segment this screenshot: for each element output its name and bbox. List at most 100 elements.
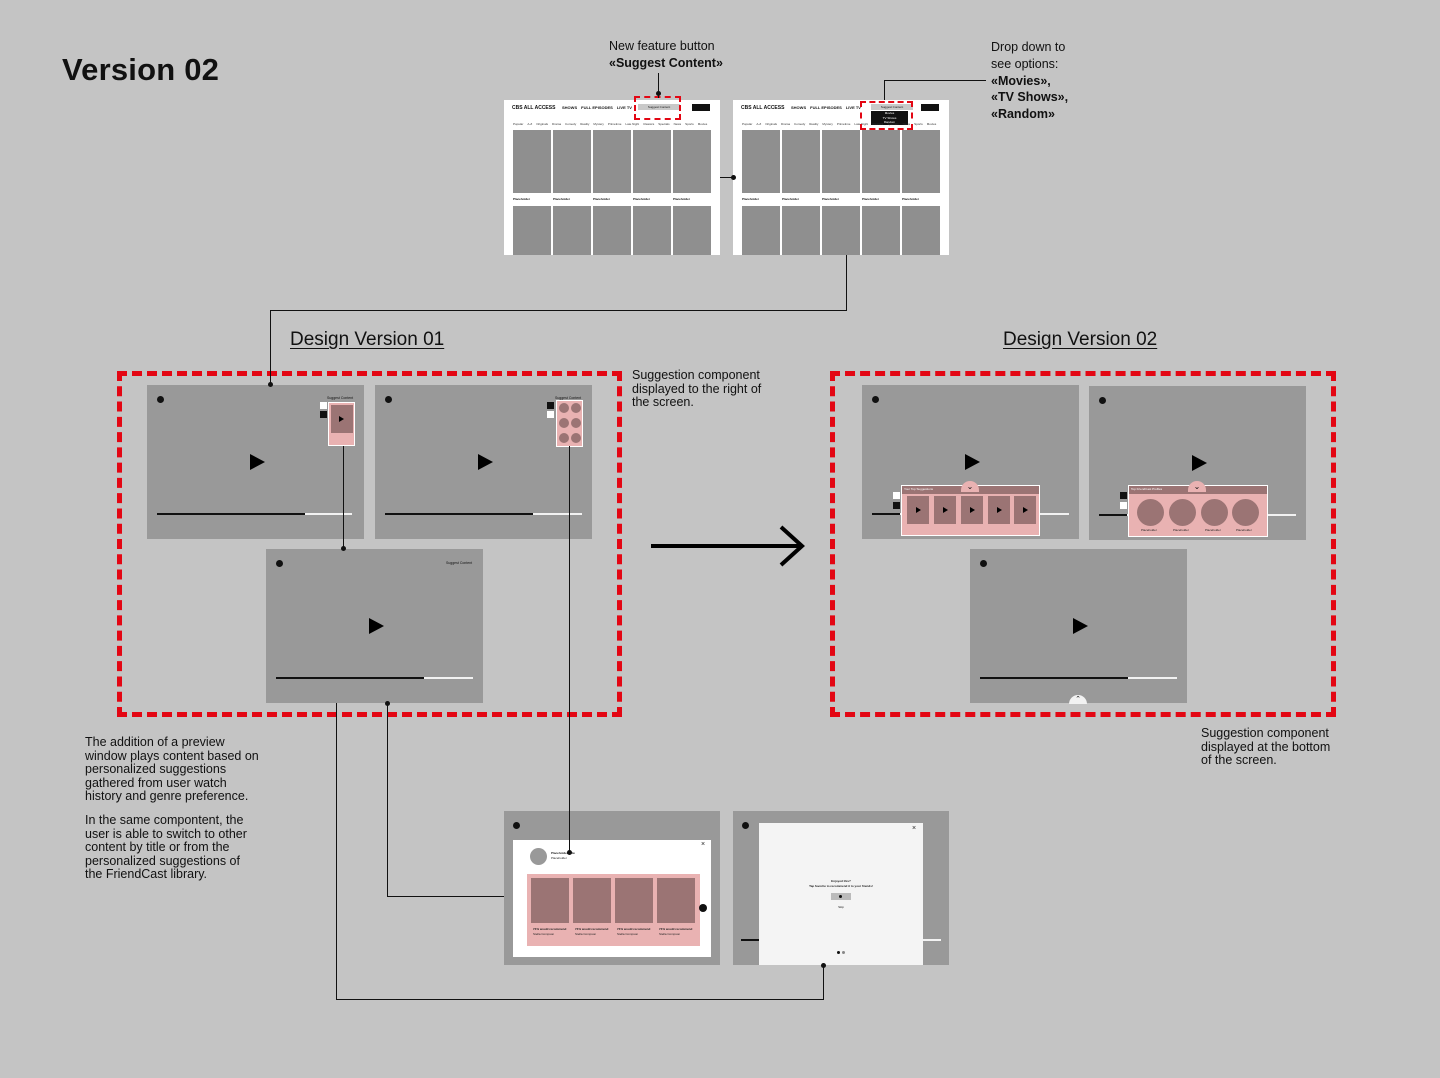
- favorite-button[interactable]: [831, 893, 851, 900]
- play-icon[interactable]: [1023, 507, 1028, 513]
- suggest-content-button[interactable]: Suggest Content: [871, 104, 913, 110]
- show-tile[interactable]: [782, 130, 820, 193]
- play-icon[interactable]: [965, 454, 980, 470]
- show-tile[interactable]: [742, 206, 780, 255]
- user-toggle-icon[interactable]: [547, 411, 554, 418]
- movie-toggle-icon[interactable]: [320, 402, 327, 409]
- category-item[interactable]: Movies: [697, 122, 708, 126]
- nav-live-tv[interactable]: LIVE TV: [845, 105, 861, 110]
- show-tile[interactable]: [742, 130, 780, 193]
- friend-avatar[interactable]: [571, 433, 581, 443]
- friend-avatar[interactable]: [571, 403, 581, 413]
- dropdown-option-random[interactable]: Random: [883, 120, 896, 125]
- friend-avatar[interactable]: [559, 433, 569, 443]
- suggest-label[interactable]: Suggest Content: [446, 561, 473, 565]
- show-tile[interactable]: [633, 130, 671, 193]
- movie-toggle-icon[interactable]: [893, 492, 900, 499]
- show-tile[interactable]: [593, 130, 631, 193]
- back-icon[interactable]: [980, 560, 987, 567]
- category-item[interactable]: Drama: [781, 122, 791, 126]
- movie-toggle-icon[interactable]: [547, 402, 554, 409]
- show-tile[interactable]: [673, 130, 711, 193]
- show-tile[interactable]: [902, 130, 940, 193]
- category-item[interactable]: Classics: [643, 122, 655, 126]
- friend-avatar[interactable]: [1201, 499, 1228, 526]
- user-toggle-icon[interactable]: [320, 411, 327, 418]
- friend-avatar[interactable]: [1137, 499, 1164, 526]
- collapse-chevron-icon[interactable]: ⌄: [961, 481, 979, 492]
- suggestion-card[interactable]: [1014, 496, 1036, 524]
- play-icon[interactable]: [1192, 455, 1207, 471]
- category-item[interactable]: Specials: [658, 122, 670, 126]
- expand-chevron-icon[interactable]: ⌃: [1069, 695, 1087, 704]
- suggest-label[interactable]: Suggest Content: [555, 396, 582, 400]
- show-tile[interactable]: [862, 206, 900, 255]
- show-tile[interactable]: [782, 206, 820, 255]
- collapse-chevron-icon[interactable]: ⌄: [1188, 481, 1206, 492]
- back-icon[interactable]: [276, 560, 283, 567]
- category-item[interactable]: Originals: [536, 122, 549, 126]
- user-toggle-icon[interactable]: [1120, 502, 1127, 509]
- user-toggle-icon[interactable]: [893, 502, 900, 509]
- category-item[interactable]: Sports: [914, 122, 923, 126]
- nav-live-tv[interactable]: LIVE TV: [616, 105, 632, 110]
- friend-avatar[interactable]: [559, 418, 569, 428]
- back-icon[interactable]: [513, 822, 520, 829]
- category-item[interactable]: Drama: [552, 122, 562, 126]
- show-tile[interactable]: [633, 206, 671, 255]
- skip-link[interactable]: Skip: [838, 905, 844, 909]
- category-item[interactable]: Movies: [926, 122, 937, 126]
- next-arrow-icon[interactable]: [699, 904, 707, 912]
- show-tile[interactable]: [902, 206, 940, 255]
- play-icon[interactable]: [250, 454, 265, 470]
- category-item[interactable]: Comedy: [565, 122, 577, 126]
- category-item[interactable]: A-Z: [527, 122, 533, 126]
- category-item[interactable]: Comedy: [794, 122, 806, 126]
- back-icon[interactable]: [157, 396, 164, 403]
- page-dot-active[interactable]: [837, 951, 840, 954]
- play-icon[interactable]: [339, 416, 344, 422]
- category-item[interactable]: Reality: [809, 122, 819, 126]
- preview-card[interactable]: [657, 878, 695, 923]
- play-icon[interactable]: [369, 618, 384, 634]
- suggestion-card[interactable]: [988, 496, 1010, 524]
- show-tile[interactable]: [513, 206, 551, 255]
- show-tile[interactable]: [822, 206, 860, 255]
- category-item[interactable]: News: [902, 122, 911, 126]
- nav-full-episodes[interactable]: FULL EPISODES: [581, 105, 613, 110]
- friend-avatar[interactable]: [559, 403, 569, 413]
- page-dot[interactable]: [842, 951, 845, 954]
- show-tile[interactable]: [553, 206, 591, 255]
- category-item[interactable]: Popular: [742, 122, 753, 126]
- dropdown-option-movies[interactable]: Movies: [884, 111, 895, 115]
- progress-bar[interactable]: [157, 513, 352, 515]
- signin-button[interactable]: [692, 104, 710, 111]
- back-icon[interactable]: [385, 396, 392, 403]
- movie-toggle-icon[interactable]: [1120, 492, 1127, 499]
- progress-bar[interactable]: [385, 513, 582, 515]
- back-icon[interactable]: [742, 822, 749, 829]
- nav-shows[interactable]: SHOWS: [562, 105, 578, 110]
- category-item[interactable]: Mystery: [822, 122, 833, 126]
- nav-full-episodes[interactable]: FULL EPISODES: [810, 105, 842, 110]
- play-icon[interactable]: [1073, 618, 1088, 634]
- category-item[interactable]: Specials: [887, 122, 899, 126]
- play-icon[interactable]: [970, 507, 975, 513]
- show-tile[interactable]: [513, 130, 551, 193]
- play-icon[interactable]: [478, 454, 493, 470]
- category-item[interactable]: Primetime: [607, 122, 622, 126]
- category-item[interactable]: Classics: [872, 122, 884, 126]
- category-item[interactable]: Popular: [513, 122, 524, 126]
- suggestion-card[interactable]: [934, 496, 956, 524]
- category-item[interactable]: News: [673, 122, 682, 126]
- dropdown-option-tv-shows[interactable]: TV Shows: [882, 115, 897, 120]
- signin-button[interactable]: [921, 104, 939, 111]
- progress-bar[interactable]: [980, 677, 1177, 679]
- category-item[interactable]: Originals: [765, 122, 778, 126]
- close-icon[interactable]: ×: [912, 825, 917, 832]
- category-item[interactable]: Primetime: [836, 122, 851, 126]
- friend-avatar[interactable]: [571, 418, 581, 428]
- suggest-content-button[interactable]: Suggest Content: [638, 104, 680, 110]
- progress-bar[interactable]: [276, 677, 473, 679]
- show-tile[interactable]: [673, 206, 711, 255]
